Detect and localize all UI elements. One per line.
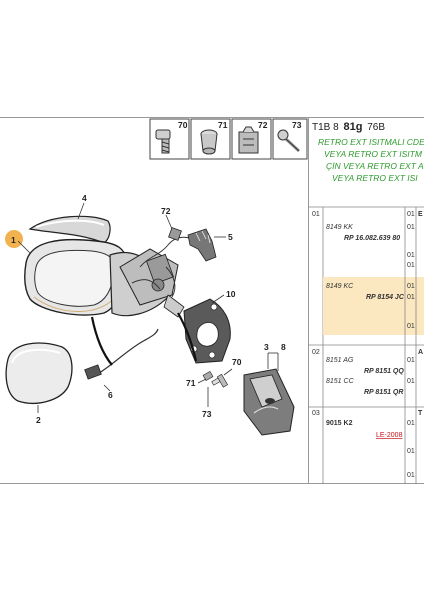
fastener-labels: 70 71 72 73 (178, 120, 302, 130)
bushing-71-icon (200, 129, 218, 155)
svg-text:70: 70 (178, 120, 188, 130)
svg-text:03: 03 (312, 410, 320, 417)
svg-text:A: A (418, 349, 423, 356)
diagram-canvas: T1B 8 81g 76B RETRO EXT ISITMALI CDE VEY… (0, 117, 424, 484)
svg-text:RP 8151 QR: RP 8151 QR (364, 389, 403, 396)
table-text: 01 8149 KK RP 16.082.639 80 01 01 01 01 … (312, 211, 423, 479)
svg-text:1: 1 (11, 235, 16, 245)
wire-harness-part-6 (84, 328, 159, 392)
svg-text:01: 01 (312, 211, 320, 218)
grommet-part-5 (187, 228, 226, 262)
svg-text:3: 3 (264, 342, 269, 352)
leader-1 (17, 240, 33, 256)
svg-text:01: 01 (407, 420, 415, 427)
svg-text:01: 01 (407, 448, 415, 455)
svg-text:10: 10 (226, 289, 236, 299)
mirror-cap-part-4 (28, 215, 111, 244)
svg-text:01: 01 (407, 283, 415, 290)
svg-text:71: 71 (186, 378, 196, 388)
svg-text:E: E (418, 211, 423, 218)
assembly-arrow-1 (90, 316, 113, 366)
svg-text:RP 8154 JC: RP 8154 JC (366, 294, 405, 301)
svg-text:71: 71 (218, 120, 228, 130)
svg-text:01: 01 (407, 211, 415, 218)
svg-text:VEYA RETRO EXT ISI: VEYA RETRO EXT ISI (332, 173, 418, 183)
svg-text:RETRO EXT ISITMALI CDE: RETRO EXT ISITMALI CDE (318, 137, 424, 147)
svg-text:01: 01 (407, 323, 415, 330)
svg-text:9015 K2: 9015 K2 (326, 420, 353, 427)
parts-diagram-sheet: T1B 8 81g 76B RETRO EXT ISITMALI CDE VEY… (0, 117, 424, 484)
svg-text:01: 01 (407, 294, 415, 301)
svg-text:02: 02 (312, 349, 320, 356)
svg-text:01: 01 (407, 252, 415, 259)
svg-text:VEYA RETRO EXT ISITM: VEYA RETRO EXT ISITM (324, 149, 423, 159)
mirror-motor-assembly (119, 248, 185, 318)
callout-numbers: 1 2 3 4 5 6 8 10 70 71 72 73 (11, 193, 286, 425)
svg-text:01: 01 (407, 378, 415, 385)
svg-text:4: 4 (82, 193, 87, 203)
gasket-part-10 (183, 294, 231, 364)
svg-text:T: T (418, 410, 423, 417)
svg-text:70: 70 (232, 357, 242, 367)
svg-text:6: 6 (108, 390, 113, 400)
screw-70-icon (155, 129, 171, 154)
parts-table (308, 206, 424, 484)
le-2008-link[interactable]: LE-2008 (376, 432, 403, 439)
screw-73-icon (277, 129, 301, 153)
assembly-arrow-2 (177, 312, 198, 362)
svg-text:73: 73 (202, 409, 212, 419)
svg-text:01: 01 (407, 357, 415, 364)
clip-72-icon (238, 126, 259, 154)
svg-text:8151 CC: 8151 CC (326, 378, 355, 385)
svg-text:01: 01 (407, 472, 415, 479)
fastener-stack-70-71-73 (197, 368, 233, 407)
svg-text:8151 AG: 8151 AG (326, 357, 354, 364)
header-code: T1B 8 81g 76B (312, 121, 385, 133)
callout-1-marker (5, 230, 23, 248)
svg-text:5: 5 (228, 232, 233, 242)
svg-text:72: 72 (258, 120, 268, 130)
svg-text:RP 8151 QQ: RP 8151 QQ (364, 368, 404, 375)
clip-part-72 (165, 214, 182, 241)
svg-text:01: 01 (407, 262, 415, 269)
svg-text:ÇİN VEYA RETRO EXT A: ÇİN VEYA RETRO EXT A (326, 161, 424, 171)
svg-text:8149 KC: 8149 KC (326, 283, 354, 290)
svg-text:RP 16.082.639 80: RP 16.082.639 80 (344, 235, 400, 242)
svg-text:8: 8 (281, 342, 286, 352)
svg-text:2: 2 (36, 415, 41, 425)
mirror-glass-part-2 (5, 342, 73, 404)
highlighted-row (323, 277, 424, 335)
fastener-box-73 (272, 118, 308, 160)
svg-text:72: 72 (161, 206, 171, 216)
part-title: RETRO EXT ISITMALI CDE VEYA RETRO EXT IS… (318, 137, 424, 183)
base-trim-part-3-8 (243, 352, 295, 436)
svg-text:73: 73 (292, 120, 302, 130)
svg-text:8149 KK: 8149 KK (326, 224, 353, 231)
svg-text:01: 01 (407, 224, 415, 231)
